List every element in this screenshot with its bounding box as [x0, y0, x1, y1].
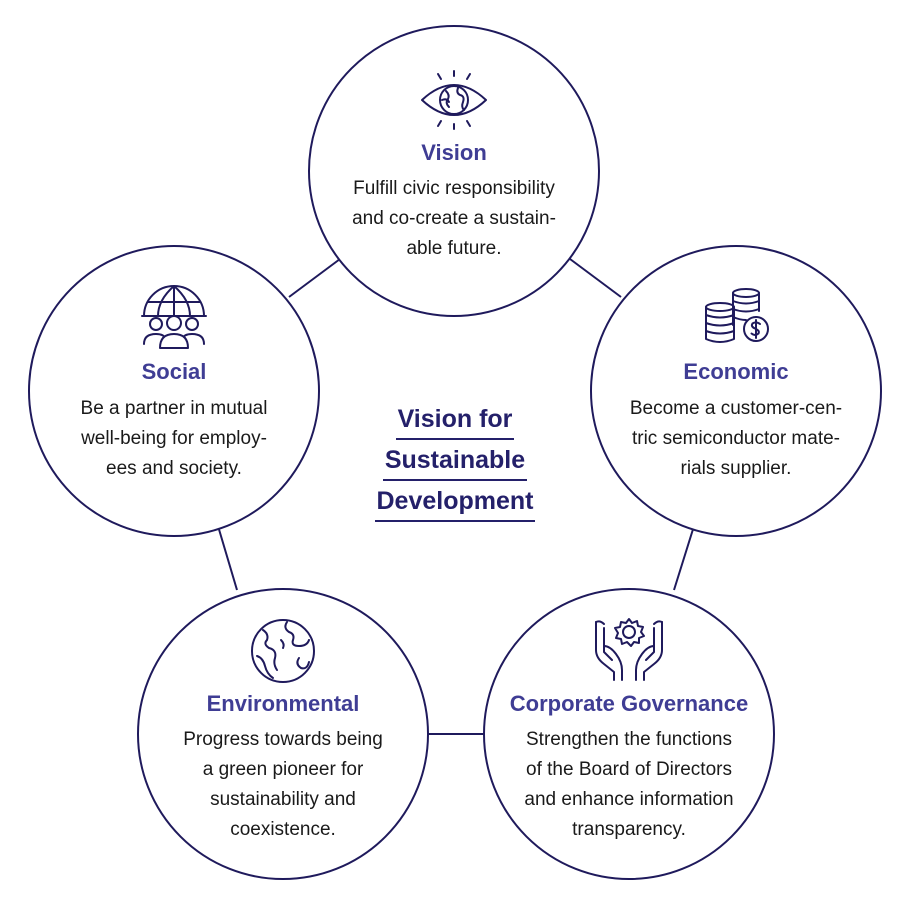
governance-desc-line-2: of the Board of Directors [526, 759, 732, 780]
governance-node: Corporate Governance Strengthen the func… [483, 588, 775, 880]
environmental-description: Progress towards being a green pioneer f… [163, 725, 403, 845]
connector-social-vision [288, 258, 341, 298]
economic-node: Economic Become a customer-cen- tric sem… [590, 245, 882, 537]
economic-desc-line-1: Become a customer-cen- [629, 398, 843, 419]
economic-desc-line-2: tric semiconductor mate- [631, 428, 840, 449]
vision-desc-line-2: and co-create a sustain- [352, 208, 556, 229]
earth-globe-icon [251, 619, 315, 683]
environmental-desc-line-2: a green pioneer for [202, 759, 364, 780]
eye-globe-icon [421, 70, 487, 130]
connector-vision-economic [569, 258, 622, 298]
globe-people-icon [141, 285, 207, 349]
environmental-desc-line-1: Progress towards being [183, 729, 383, 750]
environmental-desc-line-4: coexistence. [230, 819, 336, 840]
vision-desc-line-1: Fulfill civic responsibility [353, 178, 555, 199]
economic-desc-line-3: rials supplier. [680, 458, 792, 479]
social-desc-line-3: ees and society. [106, 458, 242, 479]
coin-stack-dollar-icon [705, 288, 769, 343]
vision-desc-line-3: able future. [406, 238, 502, 259]
center-title: Vision for Sustainable Development [340, 405, 570, 528]
social-desc-line-2: well-being for employ- [81, 428, 267, 449]
governance-desc-line-1: Strengthen the functions [526, 729, 732, 750]
social-title: Social [141, 359, 207, 384]
hands-gear-icon [595, 618, 663, 681]
connector-economic-governance [673, 525, 695, 591]
environmental-desc-line-3: sustainability and [210, 789, 356, 810]
social-node: Social Be a partner in mutual well-being… [28, 245, 320, 537]
environmental-node: Environmental Progress towards being a g… [137, 588, 429, 880]
governance-title: Corporate Governance [509, 691, 749, 716]
governance-desc-line-3: and enhance information [524, 789, 734, 810]
center-title-line-3: Development [374, 487, 536, 522]
environmental-title: Environmental [206, 691, 360, 716]
center-title-line-2: Sustainable [382, 446, 528, 481]
connector-environmental-social [217, 525, 238, 591]
vision-node: Vision Fulfill civic responsibility and … [308, 25, 600, 317]
vision-title: Vision [421, 140, 487, 165]
vision-description: Fulfill civic responsibility and co-crea… [334, 174, 574, 264]
center-title-line-1: Vision for [395, 405, 515, 440]
social-desc-line-1: Be a partner in mutual [80, 398, 268, 419]
governance-description: Strengthen the functions of the Board of… [509, 725, 749, 845]
social-description: Be a partner in mutual well-being for em… [54, 394, 294, 484]
economic-title: Economic [683, 359, 789, 384]
economic-description: Become a customer-cen- tric semiconducto… [616, 394, 856, 484]
governance-desc-line-4: transparency. [572, 819, 686, 840]
